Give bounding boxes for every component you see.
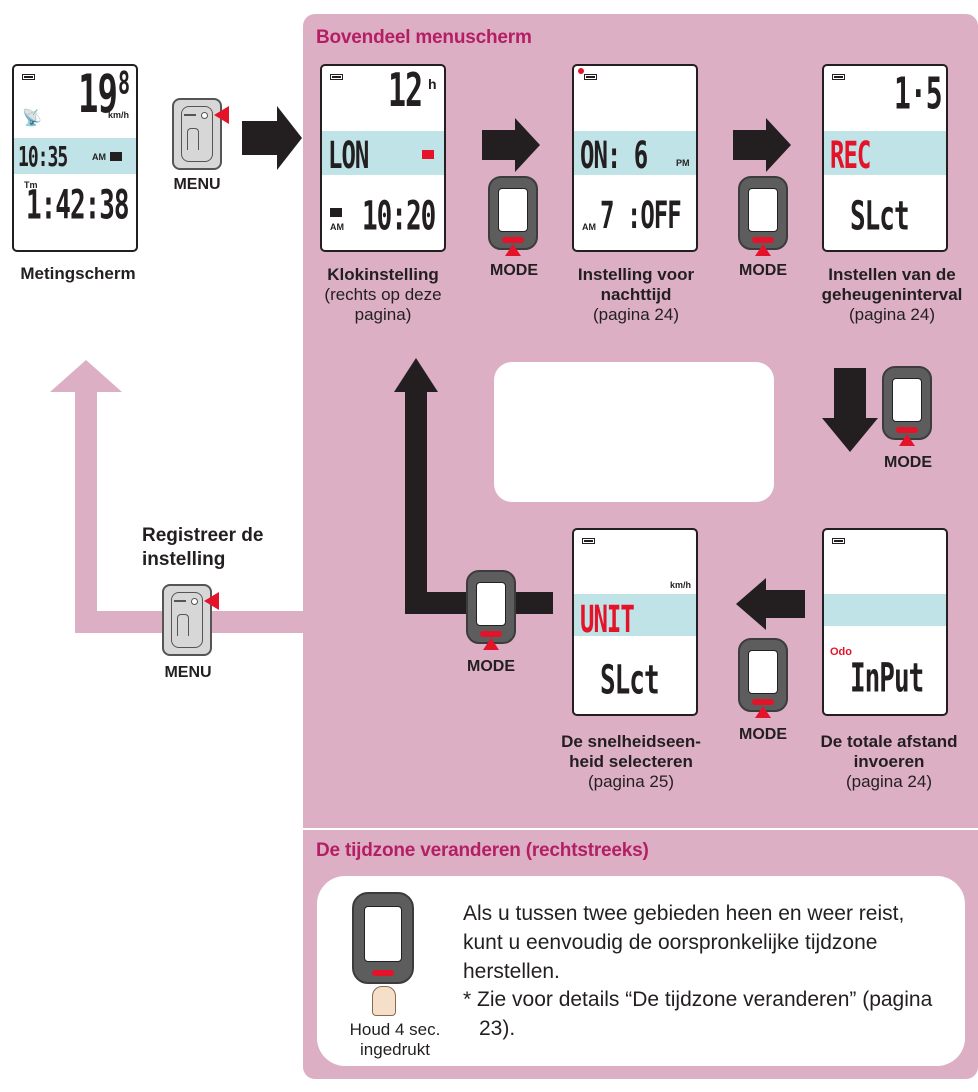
clock-setting-caption: Klokinstelling (rechts op deze pagina) bbox=[305, 265, 461, 325]
menu-press-arrow bbox=[214, 106, 229, 124]
measurement-caption: Metingscherm bbox=[20, 264, 136, 283]
mode-button-label-5: MODE bbox=[739, 726, 787, 743]
mail-icon-red bbox=[422, 150, 434, 159]
mail-icon bbox=[110, 152, 122, 161]
rec-label: REC bbox=[830, 134, 871, 178]
mode-device-2[interactable] bbox=[738, 176, 788, 250]
finger-icon bbox=[372, 986, 396, 1016]
night-mode-ref: (pagina 24) bbox=[592, 305, 679, 324]
menu-press-arrow-register bbox=[204, 592, 219, 610]
night-off-value: 7 :OFF bbox=[600, 194, 682, 238]
hour-format: 12 bbox=[388, 64, 423, 119]
unit-label: UNIT bbox=[580, 598, 635, 642]
night-on-value: ON: 6 bbox=[580, 134, 648, 178]
speed-unit: km/h bbox=[670, 580, 692, 590]
timezone-section-title: De tijdzone veranderen (rechtstreeks) bbox=[316, 840, 649, 861]
lcd-night-mode: ON: 6 PM AM 7 :OFF bbox=[572, 64, 698, 252]
mode-press-arrow-2 bbox=[755, 244, 771, 256]
satellite-icon: 📡 bbox=[22, 110, 42, 127]
mode-button-label-3: MODE bbox=[884, 454, 932, 471]
tm-label: Tm bbox=[24, 180, 38, 190]
lcd-memory-interval: 1·5 REC SLct bbox=[822, 64, 948, 252]
clock-setting-title: Klokinstelling bbox=[327, 265, 439, 284]
arrow-right-3 bbox=[733, 118, 791, 172]
speed-unit-caption: De snelheidseen- heid selecteren (pagina… bbox=[546, 732, 716, 792]
odometer-ref: (pagina 24) bbox=[845, 772, 932, 791]
arrow-right-2 bbox=[482, 118, 540, 172]
mode-button-label-4: MODE bbox=[467, 658, 515, 675]
clock-setting-ref: (rechts op deze pagina) bbox=[324, 285, 442, 324]
mode-press-arrow-4 bbox=[483, 638, 499, 650]
am-indicator: AM bbox=[582, 222, 596, 232]
lcd-odometer: Odo InPut bbox=[822, 528, 948, 716]
arrow-down bbox=[822, 368, 878, 452]
lcd-measurement: 19 8 km/h 📡 10:35 AM Tm 1:42:38 bbox=[12, 64, 138, 252]
mode-device-5[interactable] bbox=[738, 638, 788, 712]
mode-button-label-2: MODE bbox=[739, 262, 787, 279]
mode-device-4[interactable] bbox=[466, 570, 516, 644]
speed-decimal: 8 bbox=[118, 64, 130, 102]
hour-suffix: h bbox=[428, 76, 437, 92]
pm-indicator: PM bbox=[676, 158, 690, 168]
arrow-left bbox=[736, 578, 805, 630]
am-indicator: AM bbox=[330, 222, 344, 232]
input-value: InPut bbox=[850, 656, 924, 703]
hold-caption: Houd 4 sec. ingedrukt bbox=[349, 1020, 441, 1059]
menu-device-register[interactable] bbox=[162, 584, 212, 656]
lcd-speed-unit: km/h UNIT SLct bbox=[572, 528, 698, 716]
timezone-description: Als u tussen twee gebieden heen en weer … bbox=[463, 902, 905, 983]
lcd-clock-setting: 12 h LON AM 10:20 bbox=[320, 64, 446, 252]
odometer-title: De totale afstand invoeren bbox=[820, 732, 958, 771]
mode-button-label-1: MODE bbox=[490, 262, 538, 279]
blank-box bbox=[494, 362, 774, 502]
arrow-right-1 bbox=[242, 106, 302, 170]
section-divider bbox=[303, 828, 978, 830]
timezone-note-box bbox=[317, 876, 965, 1066]
timezone-note: * Zie voor details “De tijdzone verander… bbox=[463, 988, 933, 1040]
clock-value: 10:35 bbox=[18, 141, 68, 174]
speed-unit-ref: (pagina 25) bbox=[587, 772, 674, 791]
night-mode-caption: Instelling voor nachttijd (pagina 24) bbox=[546, 265, 726, 325]
menu-button-label-bottom: MENU bbox=[164, 664, 212, 681]
select-value: SLct bbox=[600, 658, 660, 705]
memory-interval-caption: Instellen van de geheugeninterval (pagin… bbox=[806, 265, 978, 325]
speed-unit-title: De snelheidseen- heid selecteren bbox=[561, 732, 701, 771]
night-mode-title: Instelling voor nachttijd bbox=[577, 265, 695, 304]
memory-interval-title: Instellen van de geheugeninterval bbox=[821, 265, 963, 304]
odo-label: Odo bbox=[830, 646, 852, 658]
speed-unit: km/h bbox=[108, 110, 130, 120]
mail-icon bbox=[330, 208, 342, 217]
select-value: SLct bbox=[850, 194, 910, 241]
mode-press-arrow-5 bbox=[755, 706, 771, 718]
interval-value: 1·5 bbox=[894, 68, 943, 120]
hold-device[interactable] bbox=[352, 892, 414, 984]
odometer-caption: De totale afstand invoeren (pagina 24) bbox=[800, 732, 978, 792]
clock-time: 10:20 bbox=[362, 194, 436, 241]
mode-press-arrow-3 bbox=[899, 434, 915, 446]
menu-button-label-top: MENU bbox=[173, 176, 221, 193]
elapsed-time: 1:42:38 bbox=[26, 183, 130, 230]
menu-section-title: Bovendeel menuscherm bbox=[316, 27, 532, 48]
am-indicator: AM bbox=[92, 152, 106, 162]
mode-device-3[interactable] bbox=[882, 366, 932, 440]
memory-interval-ref: (pagina 24) bbox=[848, 305, 935, 324]
timezone-value: LON bbox=[328, 134, 369, 178]
mode-press-arrow-1 bbox=[505, 244, 521, 256]
backlight-icon bbox=[578, 68, 584, 74]
menu-device[interactable] bbox=[172, 98, 222, 170]
speed-value: 19 bbox=[78, 64, 118, 126]
register-label: Registreer de instelling bbox=[142, 525, 264, 570]
arrow-up bbox=[394, 358, 438, 392]
mode-device-1[interactable] bbox=[488, 176, 538, 250]
